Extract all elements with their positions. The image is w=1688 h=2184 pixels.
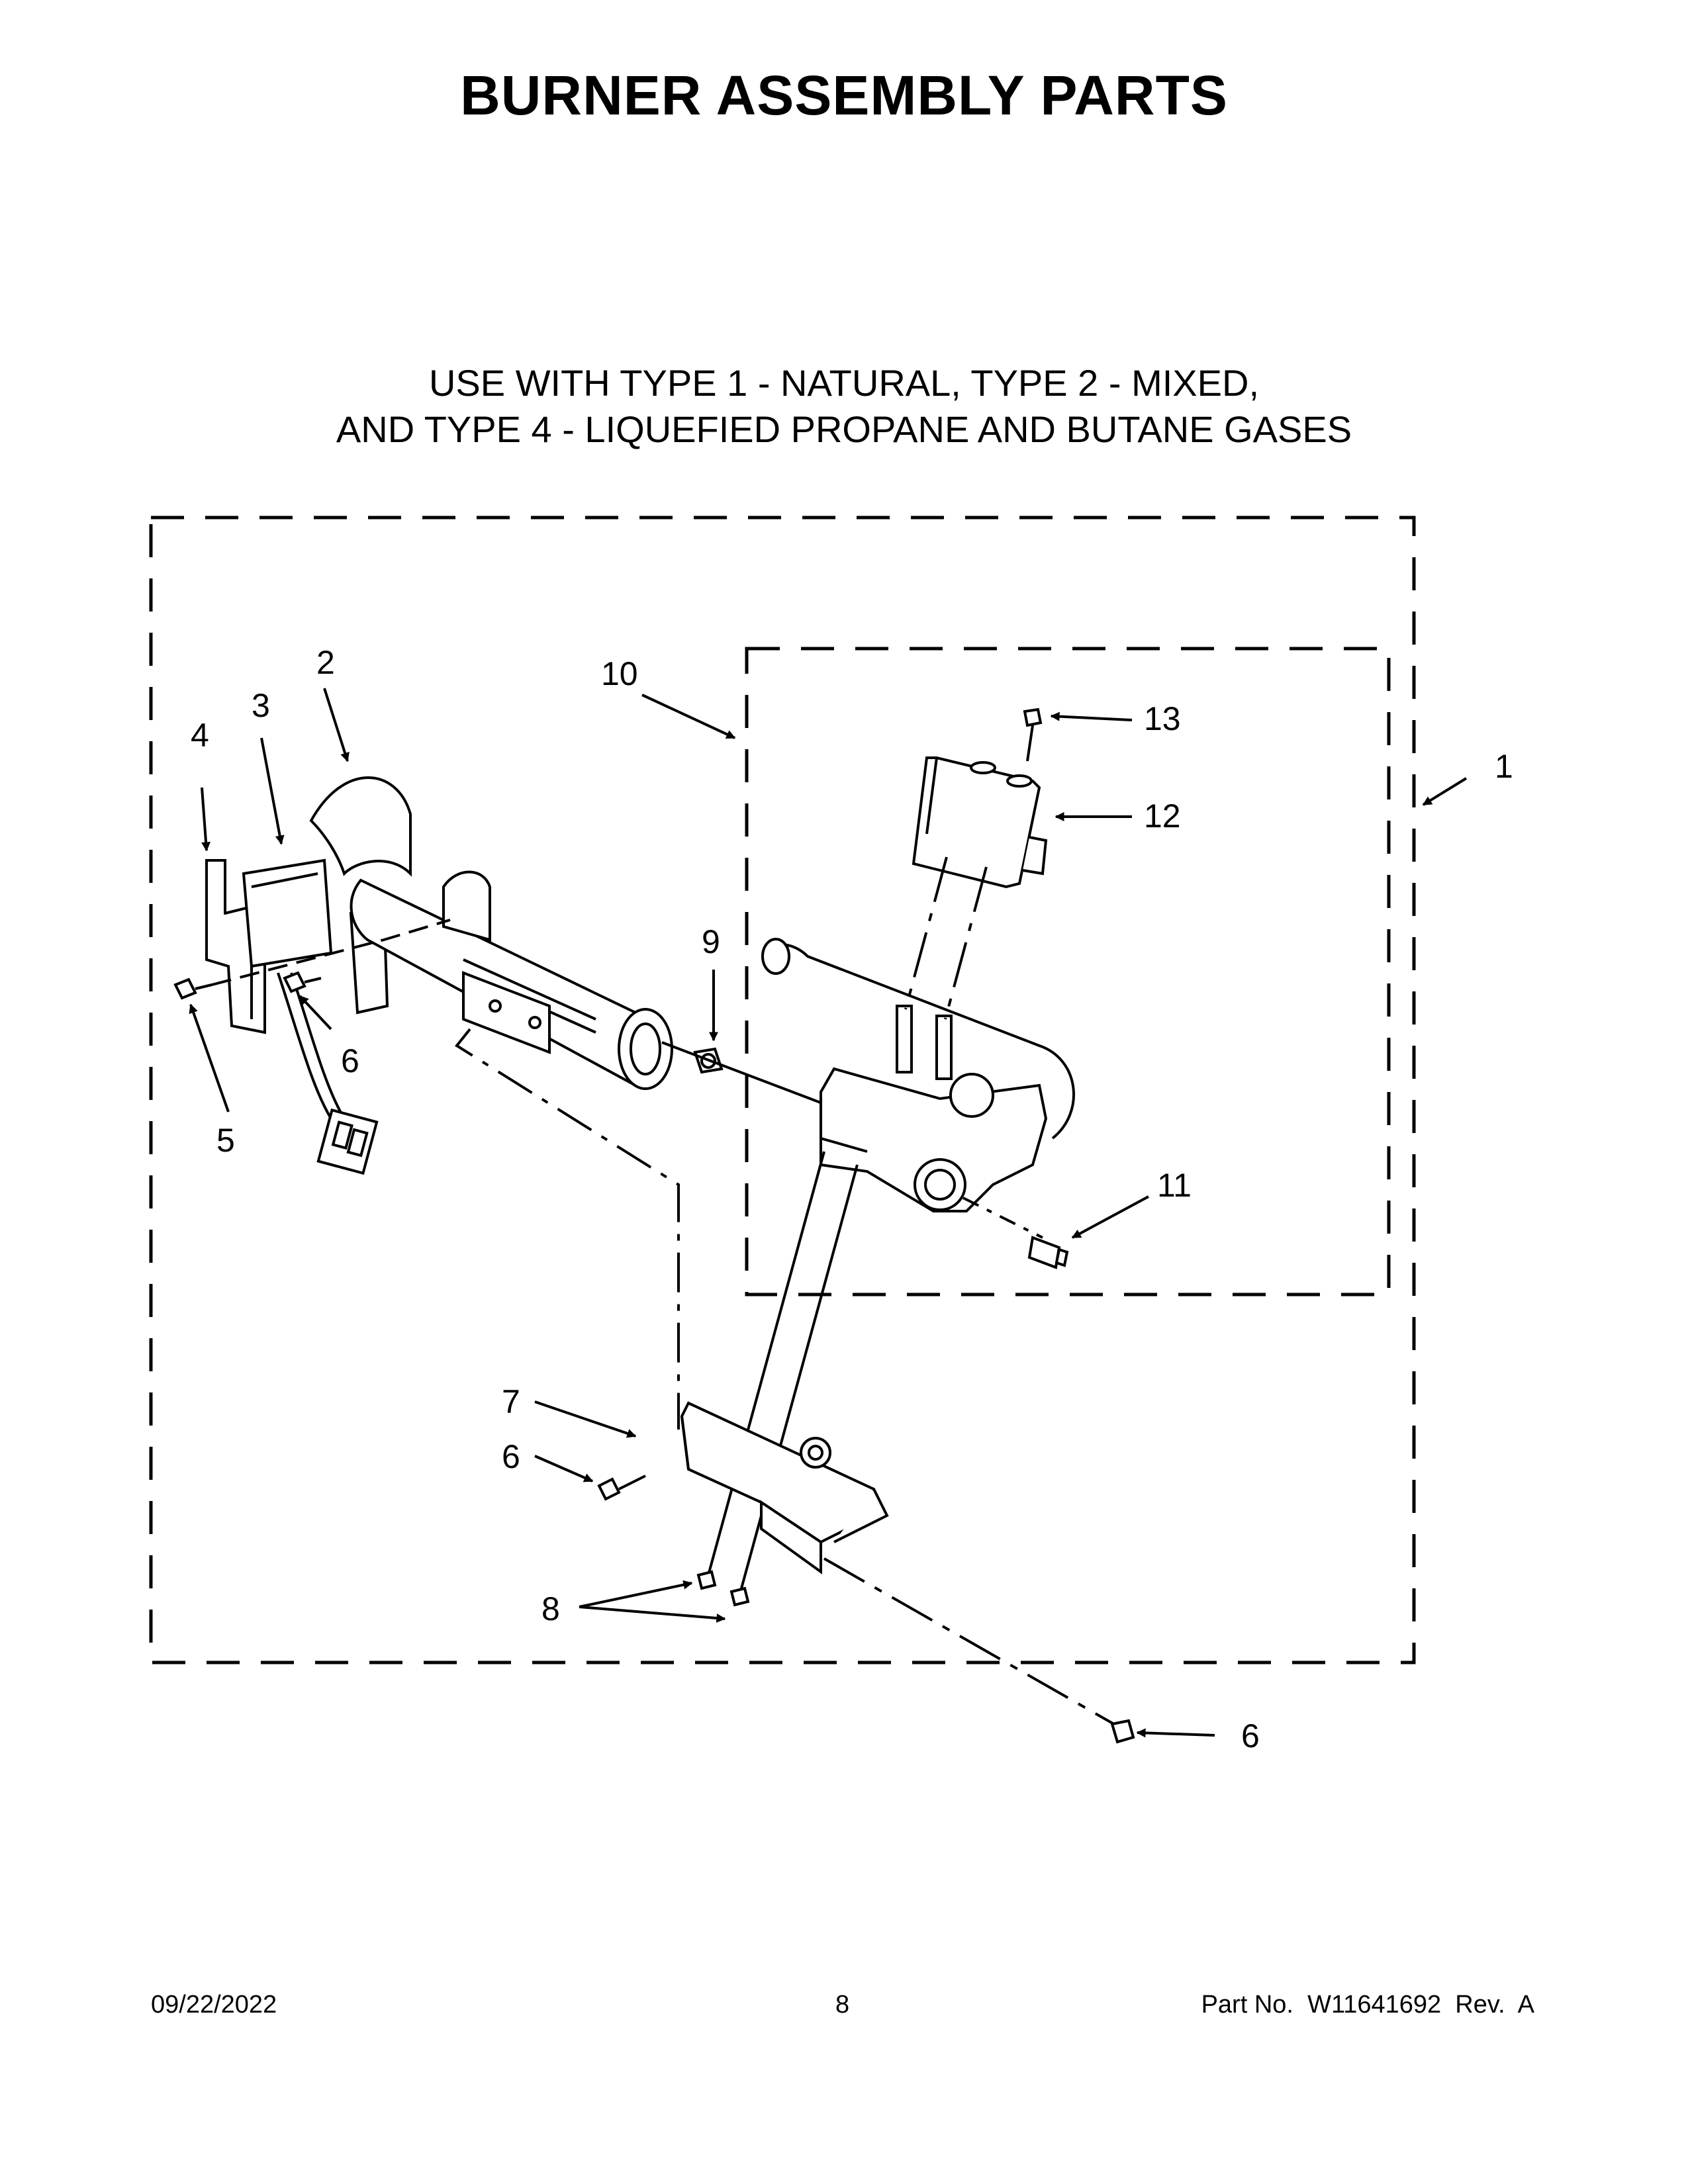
screw-part xyxy=(173,971,322,1000)
callout-2: 2 xyxy=(316,644,335,681)
callout-7: 7 xyxy=(502,1383,520,1420)
callout-6-bottom: 6 xyxy=(1241,1717,1260,1754)
gas-valve-part xyxy=(761,938,1075,1212)
callout-11: 11 xyxy=(1157,1167,1192,1204)
callout-6-left: 6 xyxy=(341,1042,359,1079)
outer-assembly-boundary xyxy=(149,516,1416,1664)
subtitle-line-1: USE WITH TYPE 1 - NATURAL, TYPE 2 - MIXE… xyxy=(428,362,1259,404)
screw-axis-line xyxy=(211,919,451,986)
orifice-axis-line xyxy=(661,1041,828,1107)
igniter-wires xyxy=(277,972,346,1120)
bracket-screws xyxy=(597,1475,1135,1744)
solenoid-coil-part xyxy=(912,756,1048,889)
footer-date: 09/22/2022 xyxy=(151,1991,277,2019)
callout-6-bracket: 6 xyxy=(502,1438,520,1475)
callout-13: 13 xyxy=(1144,700,1181,737)
callout-5: 5 xyxy=(216,1122,235,1159)
callout-12: 12 xyxy=(1144,797,1181,835)
plate-to-bracket-leader xyxy=(455,1028,680,1430)
footer-part-number: Part No. W11641692 Rev. A xyxy=(1201,1991,1534,2019)
callout-1: 1 xyxy=(1495,748,1513,785)
mount-plate-part xyxy=(462,971,551,1054)
burner-tube-part xyxy=(309,776,673,1090)
valve-bracket-part xyxy=(680,1401,889,1574)
wire-connector-part xyxy=(316,1108,379,1175)
subtitle-line-2: AND TYPE 4 - LIQUEFIED PROPANE AND BUTAN… xyxy=(336,408,1352,450)
valve-plug-leader xyxy=(962,1197,1043,1239)
coil-screw-part xyxy=(1023,707,1043,762)
callout-8: 8 xyxy=(541,1590,560,1627)
callout-4: 4 xyxy=(191,717,209,754)
callout-3: 3 xyxy=(252,687,270,724)
bracket-screw-leader xyxy=(823,1557,1123,1730)
callout-10: 10 xyxy=(601,655,638,692)
coil-valve-leaders xyxy=(904,856,988,1020)
callout-leaders xyxy=(189,688,1468,1738)
valve-assembly-boundary xyxy=(745,647,1391,1297)
callout-9: 9 xyxy=(702,923,720,960)
plug-part xyxy=(1027,1236,1069,1269)
page-title: BURNER ASSEMBLY PARTS xyxy=(460,64,1228,126)
footer-page-number: 8 xyxy=(835,1991,850,2019)
